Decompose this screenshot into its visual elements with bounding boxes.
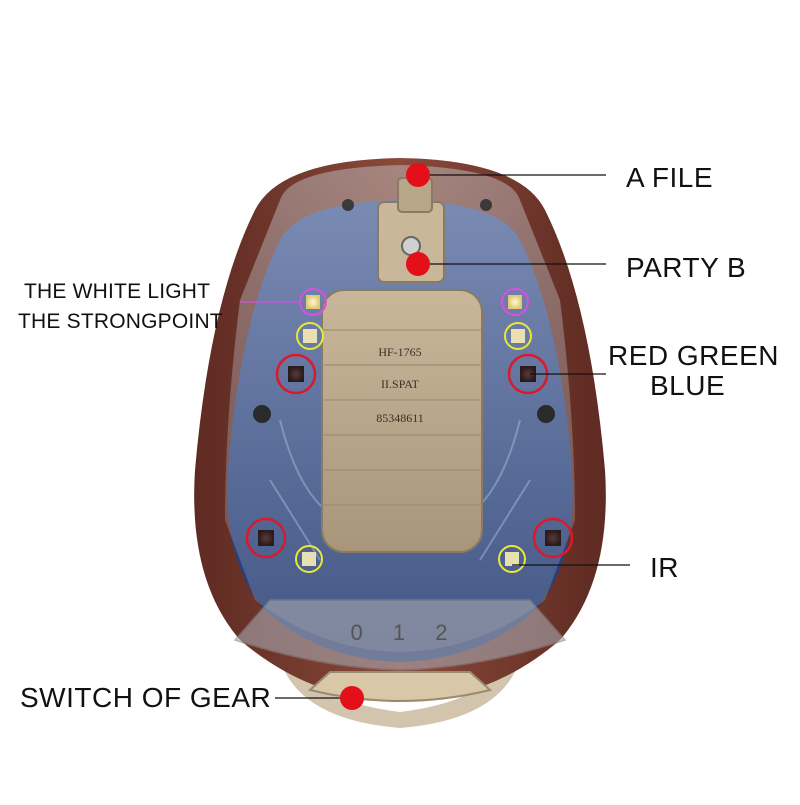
ir-led-upper-left [296, 322, 324, 350]
screw-top-left [342, 199, 354, 211]
rgb-led-lower-right [532, 517, 574, 559]
battery-compartment [321, 289, 483, 553]
label-ir: IR [650, 552, 679, 583]
screw-top-right [480, 199, 492, 211]
rgb-led-lower-left [245, 517, 287, 559]
rgb-led-left [275, 353, 317, 395]
battery-ridges [322, 329, 482, 506]
label-white-light-line2: THE STRONGPOINT [18, 310, 223, 333]
callout-dot-party-b [406, 252, 430, 276]
device-model-text: HF-1765 [378, 345, 421, 359]
white-led-right [501, 288, 529, 316]
label-rgb-line2: BLUE [650, 370, 726, 401]
callout-dot-a-file [406, 163, 430, 187]
device-serial-text: 85348611 [376, 411, 424, 425]
device-base [280, 640, 520, 728]
callout-lines [275, 174, 630, 699]
screw-left [253, 405, 271, 423]
label-party-b: PARTY B [626, 252, 747, 283]
gear-position-numbers: 0 1 2 [351, 620, 460, 645]
label-white-light-line1: THE WHITE LIGHT [24, 280, 211, 303]
ir-led-lower-left [295, 545, 323, 573]
lower-bezel [233, 599, 567, 671]
screw-right [537, 405, 555, 423]
ir-led-lower-right [498, 545, 526, 573]
ir-led-upper-right [504, 322, 532, 350]
callout-dot-switch [340, 686, 364, 710]
device-brand-text: II.SPAT [381, 377, 420, 391]
label-rgb-line1: RED GREEN [608, 340, 779, 371]
label-a-file: A FILE [626, 162, 714, 193]
label-switch-of-gear: SWITCH OF GEAR [20, 682, 272, 713]
